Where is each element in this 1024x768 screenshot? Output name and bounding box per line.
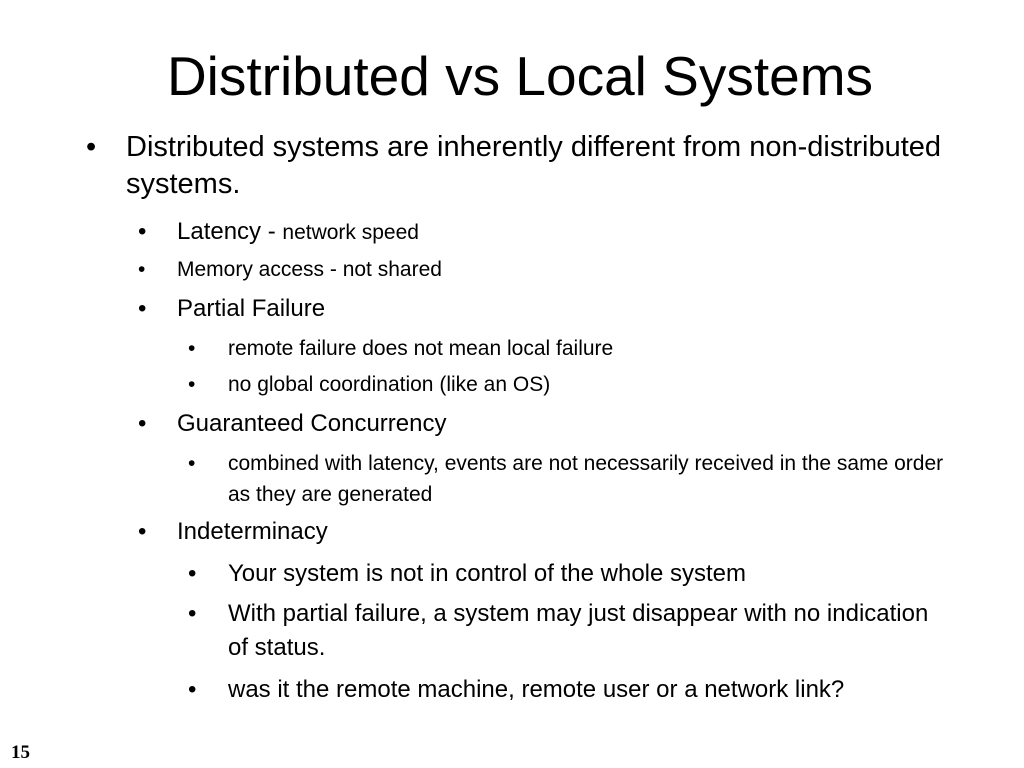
bullet-dot-icon: • [138,410,147,437]
bullet-dot-icon: • [138,218,147,245]
bullet-with-partial-failure: • With partial failure, a system may jus… [188,597,948,665]
bullet-dot-icon: • [86,131,97,163]
bullet-text: remote failure does not mean local failu… [228,337,614,360]
latency-label: Latency - [177,218,283,245]
bullet-dot-icon: • [138,518,147,545]
bullet-text: Indeterminacy [177,518,328,545]
bullet-dot-icon: • [188,337,196,360]
bullet-text: With partial failure, a system may just … [228,600,929,661]
bullet-text: Latency - network speed [177,217,938,248]
bullet-dot-icon: • [138,258,146,281]
bullet-memory-access: • Memory access - not shared [138,255,938,285]
bullet-no-global-coordination: • no global coordination (like an OS) [188,369,948,400]
bullet-text: Guaranteed Concurrency [177,410,447,437]
bullet-was-it-remote: • was it the remote machine, remote user… [188,673,948,707]
bullet-dot-icon: • [188,452,196,475]
latency-detail: network speed [282,221,419,244]
bullet-dot-icon: • [188,373,196,396]
bullet-text: combined with latency, events are not ne… [228,452,944,506]
bullet-text: was it the remote machine, remote user o… [228,676,845,703]
bullet-text: Partial Failure [177,295,326,322]
bullet-remote-failure: • remote failure does not mean local fai… [188,333,948,364]
slide-title: Distributed vs Local Systems [166,45,874,107]
bullet-guaranteed-concurrency: • Guaranteed Concurrency [138,409,938,439]
bullet-dot-icon: • [188,676,197,703]
bullet-dot-icon: • [188,600,197,627]
bullet-distributed-systems: • Distributed systems are inherently dif… [86,129,946,203]
bullet-dot-icon: • [188,560,197,587]
bullet-partial-failure: • Partial Failure [138,294,938,324]
bullet-text: Distributed systems are inherently diffe… [126,131,942,200]
bullet-combined-with-latency: • combined with latency, events are not … [188,448,948,510]
bullet-text: Your system is not in control of the who… [228,560,747,587]
bullet-text: Memory access - not shared [177,258,442,281]
bullet-text: no global coordination (like an OS) [228,373,551,396]
bullet-your-system: • Your system is not in control of the w… [188,557,948,591]
page-number: 15 [11,742,30,763]
bullet-indeterminacy: • Indeterminacy [138,517,938,547]
bullet-latency: • Latency - network speed [138,217,938,248]
bullet-dot-icon: • [138,295,147,322]
